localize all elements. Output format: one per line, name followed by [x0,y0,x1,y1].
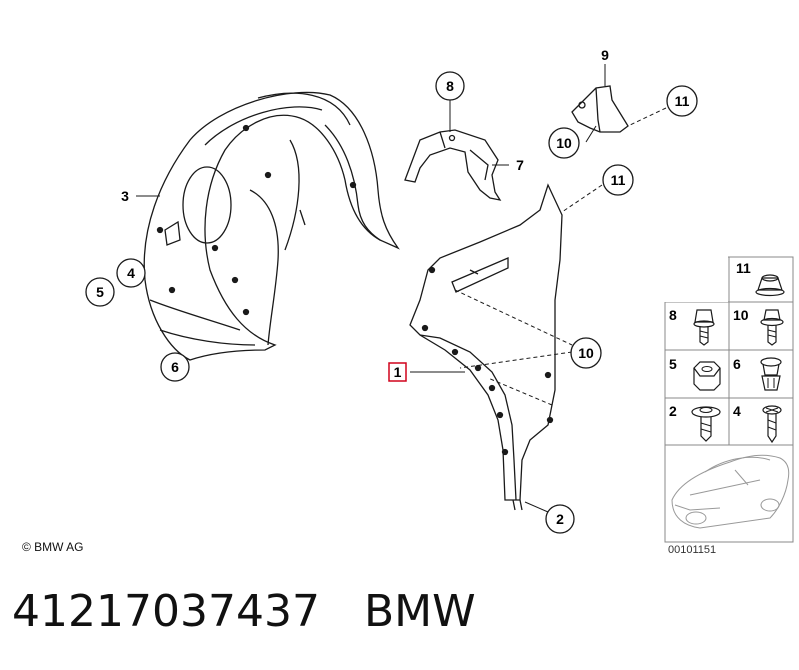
callout-4: 4 [116,258,146,288]
callout-3: 3 [121,188,129,204]
callouts: 8 11 10 11 4 5 6 10 2 3 7 9 1 [85,47,698,534]
callout-1-highlight: 1 [388,362,407,382]
callout-11-mid: 11 [602,164,634,196]
svg-text:4: 4 [733,403,741,419]
legend-8-bolt: 8 [669,307,715,346]
footer: 41217037437 BMW [12,586,476,646]
svg-text:5: 5 [669,356,677,372]
svg-text:11: 11 [611,172,626,188]
copyright: © BMW AG [22,540,84,554]
callout-10-top: 10 [548,127,580,159]
svg-text:10: 10 [733,307,749,323]
svg-text:6: 6 [171,359,179,375]
hardware-legend: 11 8 10 5 6 [664,256,794,543]
legend-11-nut: 11 [736,260,785,297]
callout-7: 7 [516,157,524,173]
legend-4-screw: 4 [733,403,782,444]
callout-2: 2 [545,504,575,534]
legend-5-nut: 5 [669,356,721,391]
svg-text:11: 11 [675,93,690,109]
callout-10-mid: 10 [570,337,602,369]
bracket-part-9 [571,85,629,133]
svg-text:8: 8 [446,78,454,94]
callout-11-top: 11 [666,85,698,117]
side-panel [409,183,563,511]
part-number: 41217037437 [12,586,320,637]
bracket-part-7 [404,129,502,201]
callout-8: 8 [435,71,465,101]
car-sketch [671,454,790,529]
legend-10-bolt: 10 [733,307,784,346]
callout-9: 9 [601,47,609,63]
svg-text:1: 1 [394,364,402,380]
parts-diagram: 8 11 10 11 4 5 6 10 2 3 7 9 1 [85,47,794,543]
svg-text:2: 2 [556,511,564,527]
svg-text:10: 10 [556,135,572,151]
svg-text:2: 2 [669,403,677,419]
svg-text:11: 11 [736,260,751,276]
leader-lines [136,64,667,513]
callout-5: 5 [85,277,115,307]
legend-6-clip: 6 [733,356,782,391]
svg-text:10: 10 [578,345,594,361]
legend-2-screw: 2 [669,403,721,442]
callout-6: 6 [160,352,190,382]
svg-text:6: 6 [733,356,741,372]
svg-text:8: 8 [669,307,677,323]
svg-text:5: 5 [96,284,104,300]
wheel-arch-liner [143,91,400,361]
brand-name: BMW [363,586,476,637]
svg-text:4: 4 [127,265,135,281]
diagram-number: 00101151 [668,544,717,556]
